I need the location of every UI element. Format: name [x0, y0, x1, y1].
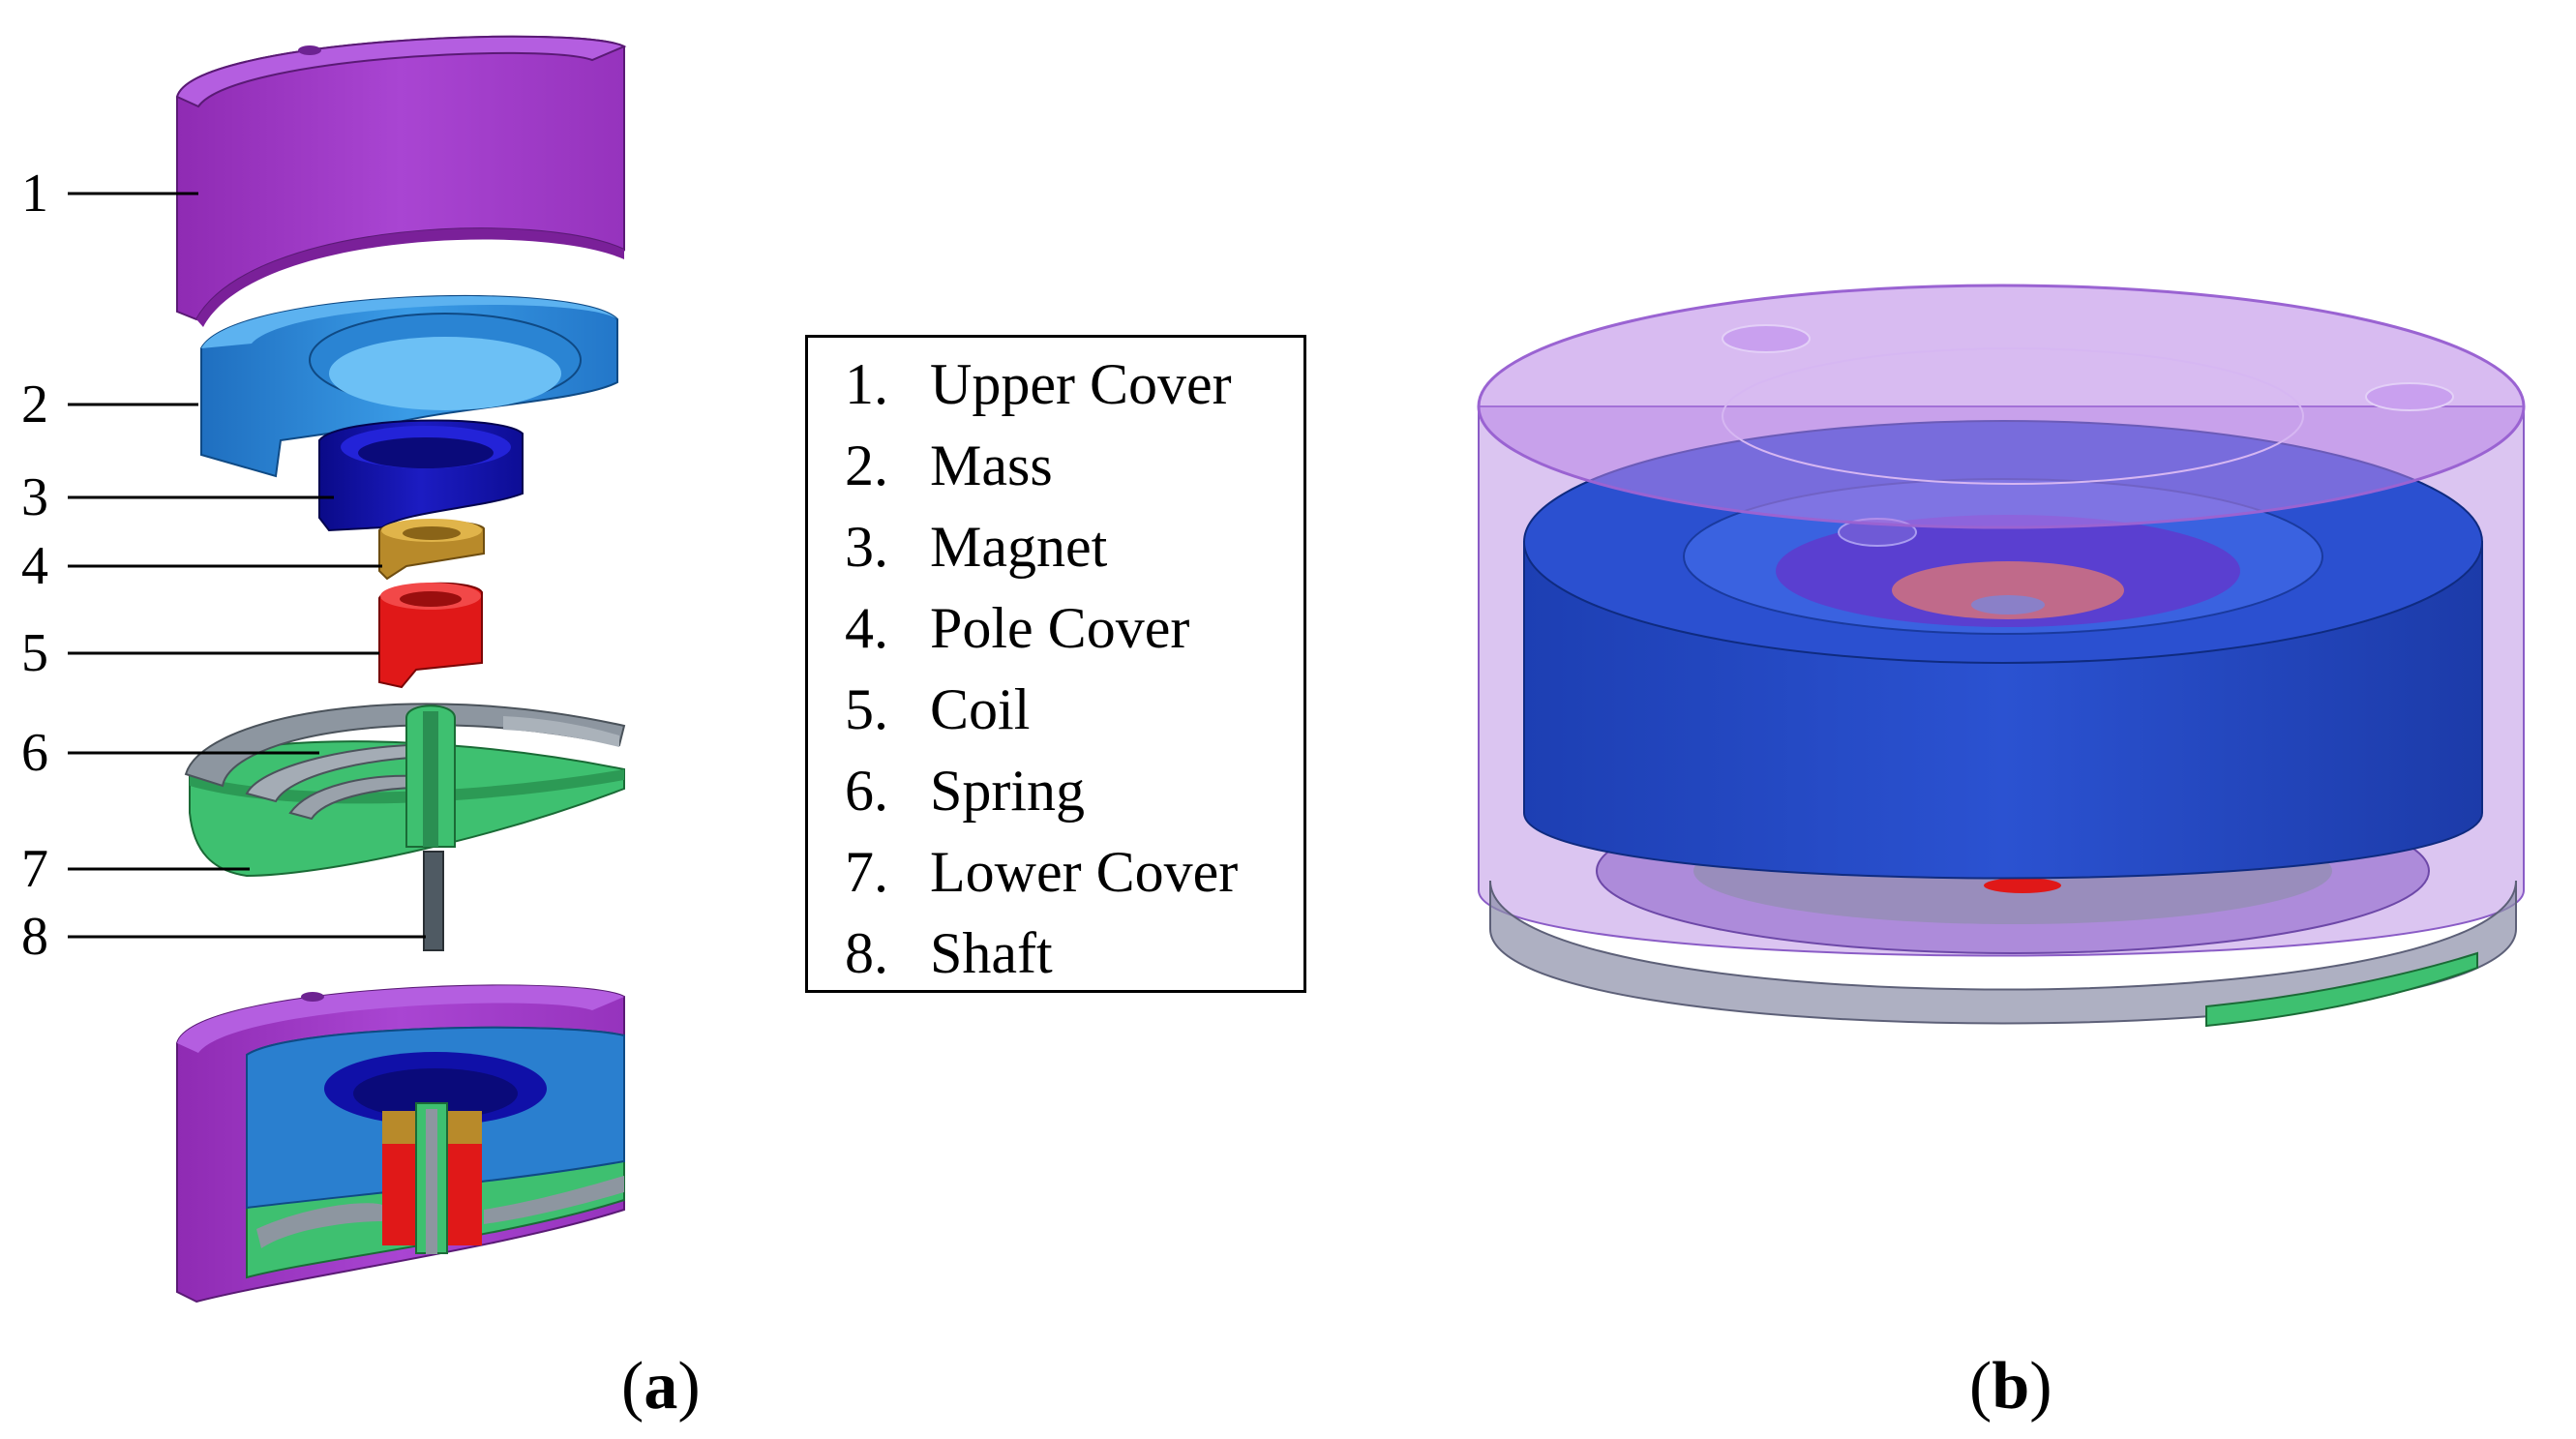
legend-item-number: 1.: [845, 352, 888, 416]
pole-cover-part: [378, 519, 485, 581]
shaft-part: [423, 851, 444, 951]
mass-part: [200, 295, 618, 478]
panel-label-b: (b): [1969, 1353, 2052, 1421]
legend-item-label: Magnet: [930, 515, 1108, 579]
callout-leaders: [68, 192, 426, 939]
magnet-part: [318, 419, 524, 532]
panel-label-letter: a: [644, 1349, 678, 1424]
assembled-cutaway: [176, 984, 625, 1304]
panel-label-a: (a): [621, 1353, 701, 1421]
legend-item-label: Lower Cover: [930, 840, 1239, 904]
callout-number-7: 7: [21, 839, 48, 899]
legend-item-number: 2.: [845, 434, 888, 497]
callout-number-8: 8: [21, 907, 48, 967]
legend-item-magnet: 3. Magnet: [845, 518, 1107, 576]
panel-label-close-paren: ): [677, 1349, 701, 1424]
legend-item-label: Upper Cover: [930, 352, 1232, 416]
parts-legend: 1. Upper Cover 2. Mass 3. Magnet 4. Pole Cov…: [805, 335, 1306, 993]
callout-number-5: 5: [21, 623, 48, 683]
upper-cover-part: [175, 35, 627, 327]
legend-item-spring: 6. Spring: [845, 762, 1085, 820]
legend-item-mass: 2. Mass: [845, 436, 1053, 495]
panel-label-open-paren: (: [621, 1349, 644, 1424]
callout-number-1: 1: [21, 164, 48, 224]
coil-part: [378, 582, 483, 689]
legend-item-number: 8.: [845, 921, 888, 985]
callout-number-6: 6: [21, 723, 48, 783]
legend-item-shaft: 8. Shaft: [845, 924, 1053, 982]
legend-item-label: Coil: [930, 677, 1031, 741]
lower-cover-post: [405, 705, 456, 848]
legend-item-pole-cover: 4. Pole Cover: [845, 599, 1189, 657]
legend-item-label: Shaft: [930, 921, 1053, 985]
panel-label-close-paren: ): [2029, 1349, 2052, 1424]
panel-label-letter: b: [1992, 1349, 2030, 1424]
panel-label-open-paren: (: [1969, 1349, 1992, 1424]
legend-item-number: 5.: [845, 677, 888, 741]
legend-item-lower-cover: 7. Lower Cover: [845, 843, 1238, 901]
legend-item-label: Pole Cover: [930, 596, 1190, 660]
legend-item-label: Mass: [930, 434, 1053, 497]
legend-item-label: Spring: [930, 759, 1086, 823]
legend-item-number: 6.: [845, 759, 888, 823]
legend-item-number: 4.: [845, 596, 888, 660]
callout-number-2: 2: [21, 375, 48, 435]
assembled-transparent-view: [1477, 284, 2526, 1028]
legend-item-number: 3.: [845, 515, 888, 579]
callout-number-3: 3: [21, 467, 48, 527]
legend-item-coil: 5. Coil: [845, 680, 1030, 738]
callout-number-4: 4: [21, 536, 48, 596]
legend-item-number: 7.: [845, 840, 888, 904]
legend-item-upper-cover: 1. Upper Cover: [845, 355, 1232, 413]
